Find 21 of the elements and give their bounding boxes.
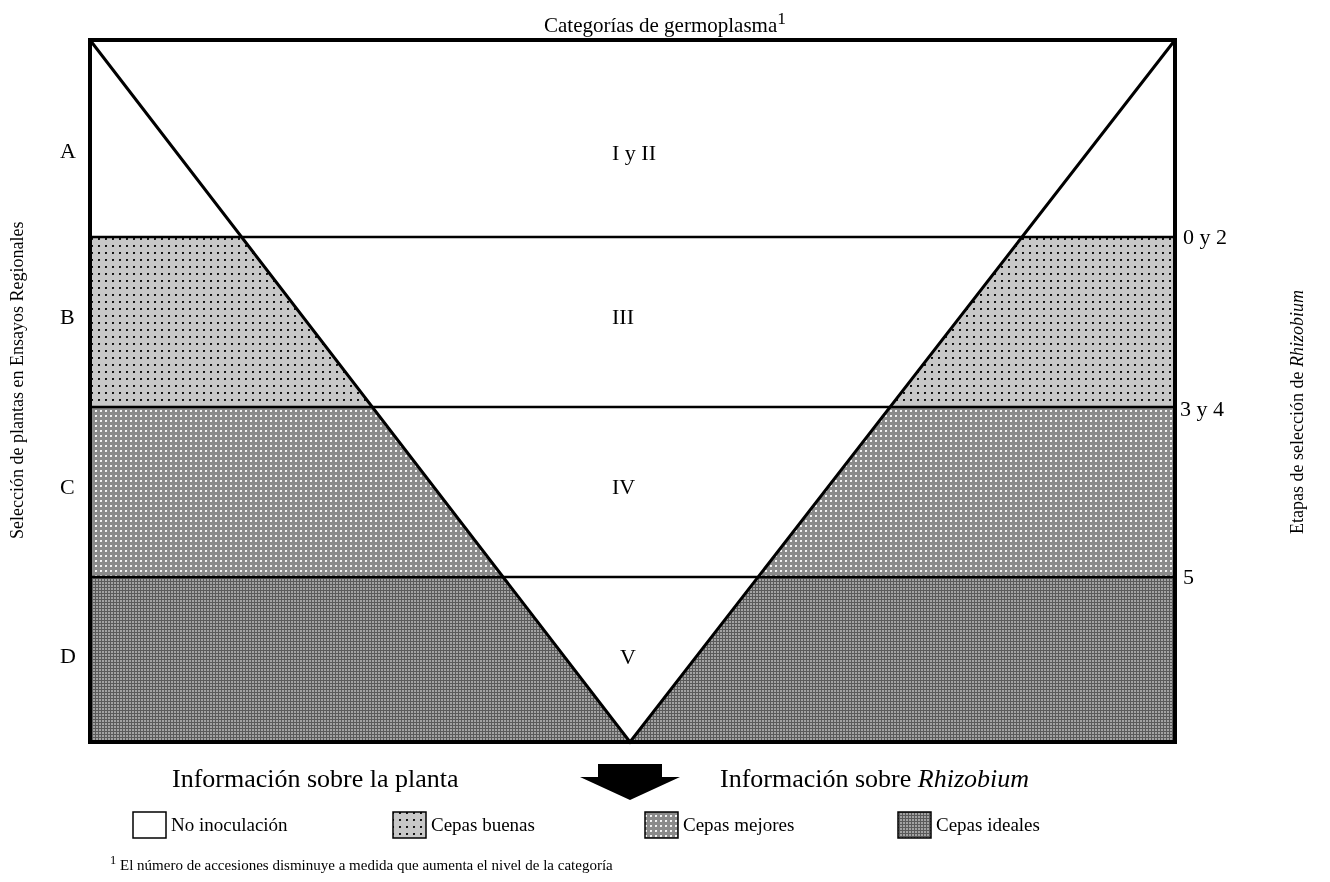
legend-label: Cepas buenas [431, 815, 535, 834]
diagram-title: Categorías de germoplasma$^{1}$ [543, 10, 787, 36]
axis-title: Selección de plantas en Ensayos Regionales [8, 221, 26, 539]
row-letter: A [60, 140, 76, 162]
category-label: I y II [612, 142, 656, 164]
axis-title: Etapas de selección de Rhizobium [1288, 290, 1306, 534]
footnote-text: $^{1}$ El número de accesiones disminuye a medida que aumenta el nivel de la categoría [110, 854, 613, 873]
information-label: Información sobre la planta [172, 766, 459, 792]
information-label: Información sobre Rhizobium [720, 766, 1030, 792]
row-letter: D [60, 645, 76, 667]
category-label: IV [612, 476, 636, 498]
stage-number: 5 [1183, 566, 1194, 588]
category-label: V [620, 646, 636, 668]
legend-label: Cepas mejores [683, 815, 795, 834]
stage-number: 0 y 2 [1183, 226, 1227, 248]
row-letter: C [60, 476, 75, 498]
stage-number: 3 y 4 [1180, 398, 1224, 420]
legend-label: Cepas ideales [936, 815, 1040, 834]
legend-label: No inoculación [171, 815, 288, 834]
category-label: III [612, 306, 634, 328]
row-letter: B [60, 306, 75, 328]
